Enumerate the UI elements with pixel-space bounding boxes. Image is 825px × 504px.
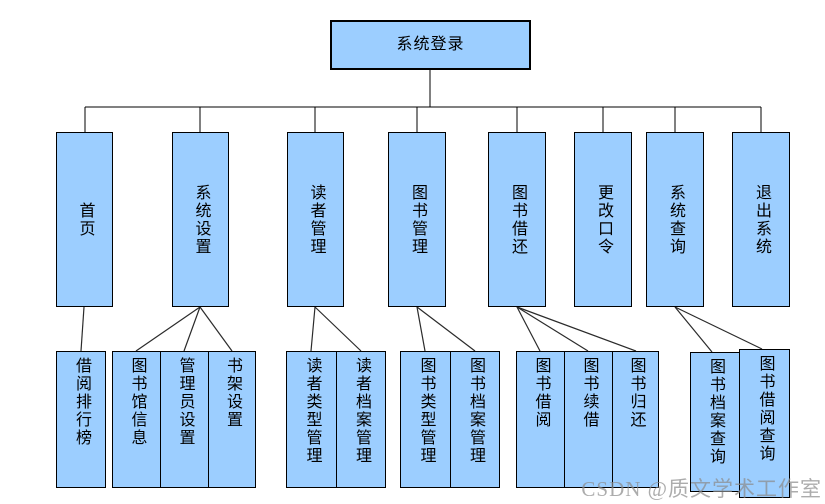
node-system-query: 系统查询 — [646, 132, 704, 307]
connector-line — [516, 306, 589, 352]
node-label: 图书借阅 — [532, 357, 550, 429]
node-book-return: 图书归还 — [612, 351, 659, 488]
node-reader-archive-management: 读者档案管理 — [336, 351, 386, 488]
connector-line — [199, 306, 233, 352]
connector-line — [516, 306, 541, 352]
node-label: 图书档案管理 — [467, 357, 484, 465]
connector-line — [183, 306, 201, 352]
node-label: 图书馆信息 — [128, 357, 146, 447]
connector-line — [674, 306, 763, 350]
node-label: 借阅排行榜 — [73, 357, 90, 447]
node-book-borrow-return: 图书借还 — [488, 132, 546, 307]
csdn-watermark: CSDN @质文学术工作室 — [581, 477, 822, 501]
node-book-borrowing: 图书借阅 — [516, 351, 565, 488]
node-book-archive-query: 图书档案查询 — [690, 352, 740, 492]
node-borrow-ranking: 借阅排行榜 — [56, 351, 106, 488]
node-label: 图书管理 — [409, 183, 426, 256]
connector-line — [314, 306, 362, 352]
orthogonal-connectors — [84, 70, 762, 133]
connector-line — [674, 306, 713, 353]
connector-line — [416, 306, 426, 352]
node-label: 图书类型管理 — [417, 357, 435, 465]
node-label: 更改口令 — [595, 183, 612, 256]
node-book-borrowing-query: 图书借阅查询 — [739, 349, 790, 498]
node-bookshelf-settings: 书架设置 — [208, 351, 256, 488]
node-book-renewal: 图书续借 — [564, 351, 613, 488]
node-home: 首页 — [56, 132, 113, 307]
node-system-login: 系统登录 — [330, 20, 531, 70]
node-label: 图书续借 — [580, 357, 598, 429]
node-label: 退出系统 — [753, 183, 770, 256]
node-label: 图书档案查询 — [707, 358, 724, 466]
node-label: 图书归还 — [627, 357, 645, 429]
node-admin-settings: 管理员设置 — [160, 351, 209, 488]
node-label: 读者类型管理 — [303, 357, 321, 465]
node-book-type-management: 图书类型管理 — [400, 351, 451, 488]
node-label: 读者档案管理 — [353, 357, 370, 465]
node-reader-type-management: 读者类型管理 — [286, 351, 337, 488]
node-label: 管理员设置 — [176, 357, 194, 447]
node-label: 图书借还 — [509, 183, 526, 256]
node-label: 系统查询 — [667, 183, 684, 256]
fan-connectors — [80, 306, 763, 353]
connector-line — [416, 306, 476, 352]
connector-line — [516, 306, 637, 352]
connector-line — [80, 306, 85, 352]
node-label: 系统登录 — [396, 36, 465, 53]
node-label: 系统设置 — [192, 183, 210, 256]
node-reader-management: 读者管理 — [287, 132, 344, 307]
node-label: 读者管理 — [307, 183, 325, 256]
node-label: 书架设置 — [224, 357, 241, 429]
connector-line — [310, 306, 316, 352]
node-label: 首页 — [76, 201, 94, 238]
node-system-settings: 系统设置 — [172, 132, 229, 307]
node-label: 图书借阅查询 — [756, 355, 774, 463]
node-change-password: 更改口令 — [574, 132, 632, 307]
node-book-archive-management: 图书档案管理 — [450, 351, 500, 488]
node-library-info: 图书馆信息 — [112, 351, 161, 488]
node-book-management: 图书管理 — [388, 132, 446, 307]
node-exit-system: 退出系统 — [732, 132, 790, 307]
connector-line — [135, 306, 201, 352]
